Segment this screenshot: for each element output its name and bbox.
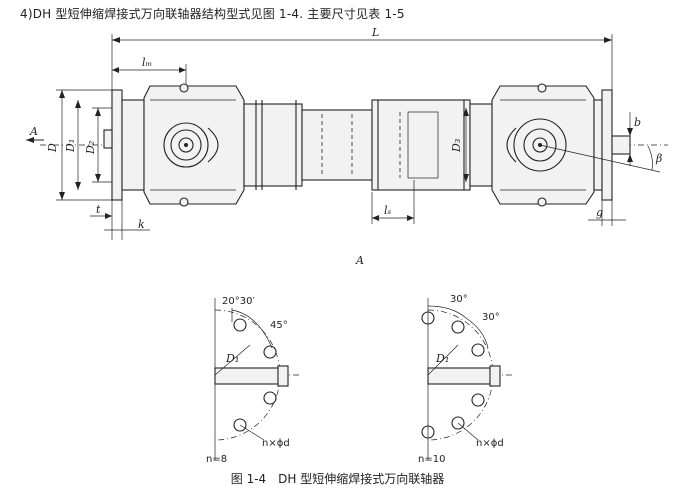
left-key bbox=[103, 129, 113, 149]
n10-angle-side: 30° bbox=[482, 312, 500, 323]
flange-view-n8: 20°30′ 45° D₁ n×ϕd n=8 bbox=[206, 296, 300, 465]
dim-beta-label: β bbox=[655, 152, 662, 165]
main-view: L lₘ bbox=[26, 26, 668, 267]
view-A-label: A bbox=[355, 254, 364, 267]
dim-k-label: k bbox=[138, 218, 145, 231]
flange-view-n10: 30° 30° D₁ n×ϕd n=10 bbox=[418, 294, 512, 465]
view-arrow-A: A bbox=[29, 125, 38, 138]
left-flange bbox=[111, 89, 123, 201]
dim-ls-label: lₛ bbox=[384, 204, 392, 217]
header-title: 4)DH 型短伸缩焊接式万向联轴器结构型式见图 1-4. 主要尺寸见表 1-5 bbox=[20, 7, 405, 21]
dim-D-label: D bbox=[46, 143, 59, 153]
n8-holes-label: n×ϕd bbox=[262, 438, 290, 449]
dim-g-label: g bbox=[596, 206, 603, 219]
right-yoke bbox=[491, 85, 595, 205]
dim-D2-label: D₂ bbox=[84, 141, 97, 155]
right-cross-bearing bbox=[513, 118, 567, 172]
n8-count-label: n=8 bbox=[206, 454, 227, 465]
left-tube bbox=[243, 103, 303, 187]
n10-count-label: n=10 bbox=[418, 454, 445, 465]
dim-L-label: L bbox=[371, 26, 379, 39]
figure-caption: 图 1-4 DH 型短伸缩焊接式万向联轴器 bbox=[230, 472, 445, 486]
dim-b-label: b bbox=[634, 116, 641, 129]
left-yoke bbox=[143, 85, 245, 205]
right-key bbox=[611, 135, 631, 155]
dim-D1-label: D₁ bbox=[64, 139, 77, 153]
dim-t-label: t bbox=[96, 203, 101, 216]
dim-lm-label: lₘ bbox=[142, 56, 152, 69]
n8-angle-side: 45° bbox=[270, 320, 288, 331]
right-flange bbox=[601, 89, 613, 201]
n10-angle-top: 30° bbox=[450, 294, 468, 305]
center-shaft bbox=[301, 109, 373, 181]
n10-holes-label: n×ϕd bbox=[476, 438, 504, 449]
dim-D3-label: D₃ bbox=[450, 139, 463, 153]
n8-D1-label: D₁ bbox=[225, 352, 239, 365]
spline-sleeve bbox=[371, 99, 471, 191]
n8-angle-top: 20°30′ bbox=[222, 296, 255, 307]
n10-D1-label: D₁ bbox=[435, 352, 449, 365]
left-cross-bearing bbox=[163, 122, 209, 168]
